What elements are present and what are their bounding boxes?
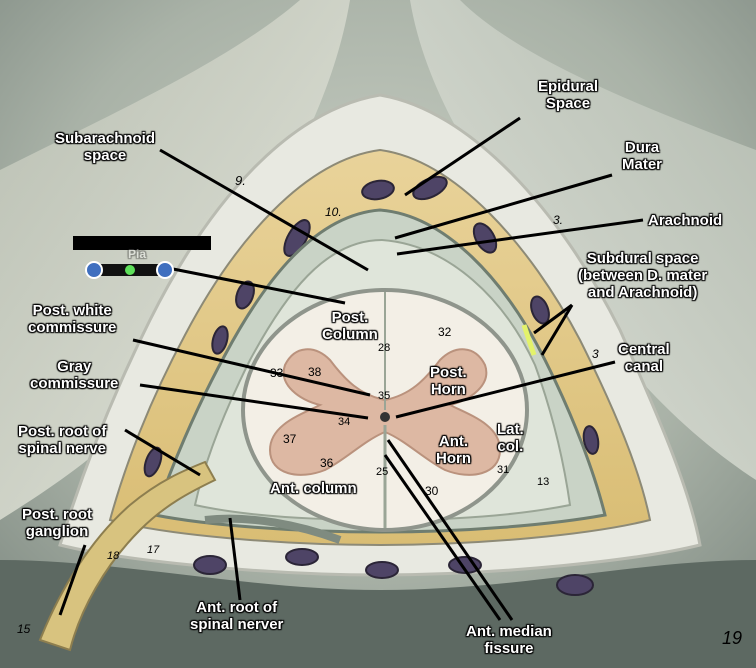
model-number-9: 9.: [235, 173, 246, 188]
leader-lines: [58, 116, 644, 621]
label-post-column: Post. Column: [322, 309, 378, 343]
model-number-38: 38: [308, 365, 322, 379]
label-ant-horn: Ant. Horn: [436, 433, 471, 467]
model-number-33: 33: [270, 366, 284, 380]
label-gray-commissure: Gray commissure: [30, 358, 119, 392]
model-number-17: 17: [147, 544, 160, 556]
redaction-bar: [73, 236, 211, 250]
label-dura-mater: Dura Mater: [622, 139, 663, 173]
measurement-handle-right[interactable]: [156, 261, 174, 279]
label-lat-col: Lat. col.: [497, 421, 524, 455]
label-ant-root-spinal-nerve: Ant. root of spinal nerver: [190, 599, 284, 633]
label-post-horn: Post. Horn: [430, 364, 467, 398]
model-number-36: 36: [320, 456, 334, 470]
model-number-35: 35: [378, 390, 391, 402]
label-ant-column: Ant. column: [270, 480, 357, 497]
label-subarachnoid-space: Subarachnoid space: [55, 130, 156, 164]
post-root-ganglion-shape: [38, 460, 217, 652]
model-number-19: 19: [722, 628, 743, 648]
model-number-37: 37: [283, 432, 297, 446]
measurement-handle-center[interactable]: [125, 265, 135, 275]
central-canal-dot: [380, 412, 390, 422]
model-number-34: 34: [338, 416, 351, 428]
model-number-3b: 3: [592, 347, 599, 361]
label-post-white-commissure: Post. white commissure: [28, 302, 117, 336]
label-ant-median-fissure: Ant. median fissure: [466, 623, 552, 657]
model-number-13: 13: [537, 476, 550, 488]
model-number-3a: 3.: [553, 213, 564, 227]
model-number-30: 30: [425, 484, 439, 498]
measurement-handle-left[interactable]: [85, 261, 103, 279]
label-epidural-space: Epidural Space: [538, 78, 599, 112]
label-post-root-ganglion: Post. root ganglion: [22, 506, 92, 540]
model-number-32: 32: [438, 325, 452, 339]
model-number-31: 31: [497, 464, 510, 476]
model-number-15: 15: [17, 622, 31, 636]
model-number-18: 18: [107, 550, 120, 562]
label-subdural-space: Subdural space (between D. mater and Ara…: [578, 250, 708, 301]
left-wing: [0, 0, 350, 520]
right-wing: [410, 0, 756, 480]
subdural-highlight: [521, 324, 537, 356]
model-number-28: 28: [378, 342, 391, 354]
model-number-25: 25: [376, 466, 389, 478]
label-post-root-spinal-nerve: Post. root of spinal nerve: [18, 423, 107, 457]
model-number-10: 10.: [325, 205, 342, 219]
label-arachnoid: Arachnoid: [648, 212, 723, 229]
label-central-canal: Central canal: [618, 341, 670, 375]
ant-root-shape: [204, 514, 342, 544]
label-pia: Pia: [128, 247, 147, 261]
